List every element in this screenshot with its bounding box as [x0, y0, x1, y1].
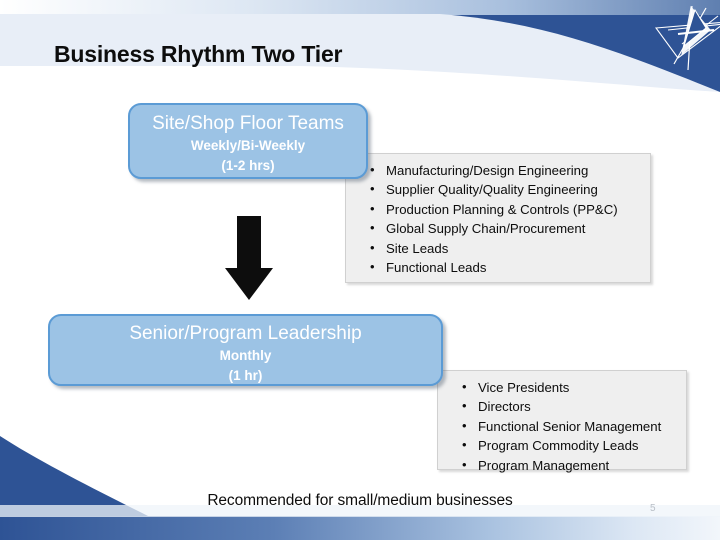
- header-background-shape: [0, 0, 720, 92]
- member-list: Manufacturing/Design Engineering Supplie…: [370, 160, 640, 277]
- list-item: Manufacturing/Design Engineering: [370, 160, 640, 180]
- tier-box-cadence: Monthly: [219, 348, 272, 363]
- page-title: Business Rhythm Two Tier: [54, 41, 343, 68]
- tier-box-title: Senior/Program Leadership: [129, 323, 362, 344]
- page-number: 5: [650, 503, 656, 514]
- down-arrow-icon: [225, 216, 273, 300]
- slide-header: [0, 0, 720, 92]
- tier-box-title: Site/Shop Floor Teams: [152, 113, 344, 134]
- lockheed-star-logo: [654, 5, 720, 71]
- slide-footer-decoration: [0, 400, 720, 540]
- tier-box-cadence: Weekly/Bi-Weekly: [190, 138, 306, 153]
- tier-box-duration: (1 hr): [228, 368, 263, 383]
- member-panel-senior-program-leadership: Vice Presidents Directors Functional Sen…: [437, 370, 687, 474]
- list-item: Vice Presidents: [462, 377, 676, 397]
- member-list: Vice Presidents Directors Functional Sen…: [462, 377, 676, 475]
- list-item: Functional Leads: [370, 257, 640, 277]
- list-item: Global Supply Chain/Procurement: [370, 218, 640, 238]
- list-item: Site Leads: [370, 238, 640, 258]
- tier-box-site-shop-floor-teams[interactable]: Site/Shop Floor Teams Weekly/Bi-Weekly (…: [128, 103, 368, 179]
- member-panel-site-shop-floor-teams: Manufacturing/Design Engineering Supplie…: [345, 153, 651, 283]
- list-item: Supplier Quality/Quality Engineering: [370, 179, 640, 199]
- tier-box-duration: (1-2 hrs): [221, 158, 275, 173]
- list-item: Directors: [462, 396, 676, 416]
- tier-box-senior-program-leadership[interactable]: Senior/Program Leadership Monthly (1 hr): [48, 314, 443, 386]
- list-item: Production Planning & Controls (PP&C): [370, 199, 640, 219]
- footer-note: Recommended for small/medium businesses: [207, 492, 513, 509]
- list-item: Program Commodity Leads: [462, 435, 676, 455]
- list-item: Program Management: [462, 455, 676, 475]
- footer-background-shape: [0, 436, 720, 540]
- list-item: Functional Senior Management: [462, 416, 676, 436]
